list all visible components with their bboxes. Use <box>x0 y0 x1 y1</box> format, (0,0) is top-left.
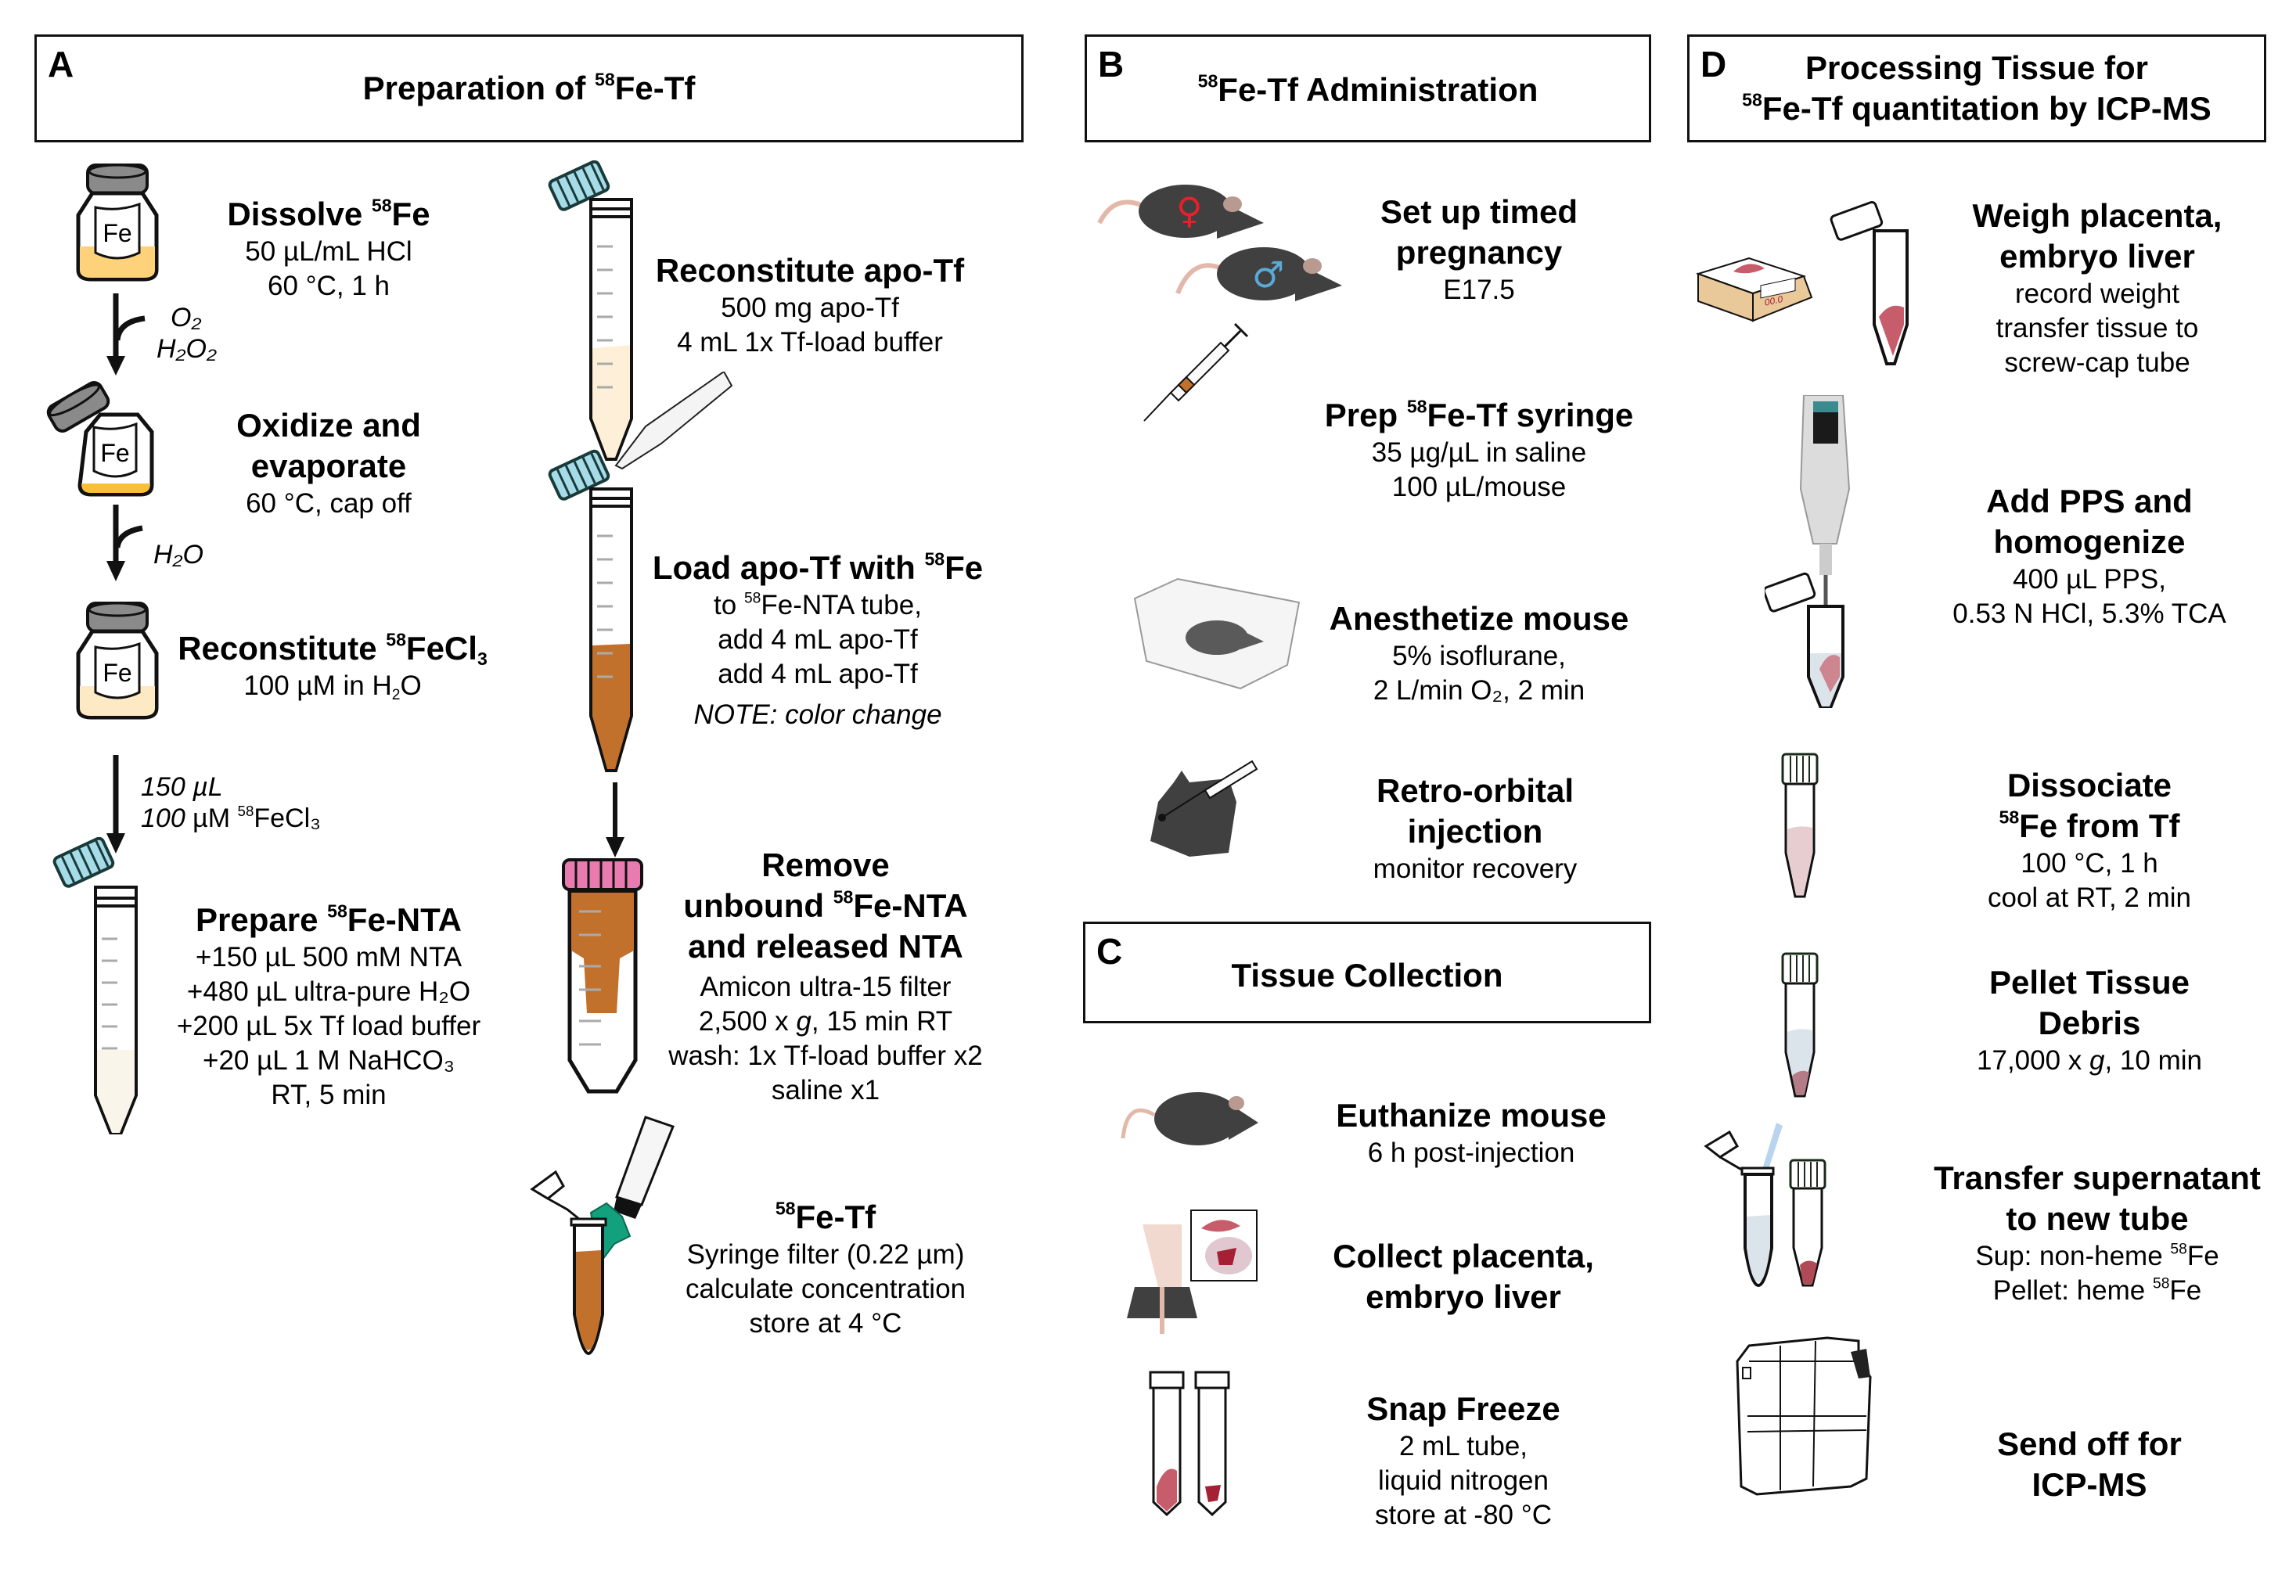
female-symbol: ♀ <box>1176 189 1203 232</box>
step-pellet: Pellet Tissue Debris 17,000 x g, 10 min <box>1977 964 2202 1076</box>
step-snap-freeze: Snap Freeze 2 mL tube, liquid nitrogen s… <box>1366 1390 1560 1530</box>
step-prepare-nta: Prepare 58Fe-NTA +150 µL 500 mM NTA +480… <box>176 900 481 1110</box>
arrow-down-icon <box>106 293 146 376</box>
sample-tubes-icon <box>1149 1371 1230 1517</box>
homogenizer-icon <box>1765 395 1851 708</box>
panel-a-header: A Preparation of 58Fe-Tf <box>34 34 1024 142</box>
reagent-h2o2-label: H₂O₂ <box>157 334 217 364</box>
vial-icon: Fe <box>76 164 159 282</box>
retro-orbital-injection-icon <box>1150 760 1258 857</box>
panel-b-header: B 58Fe-Tf Administration <box>1085 34 1651 142</box>
panel-d-header: D Processing Tissue for 58Fe-Tf quantita… <box>1687 34 2266 142</box>
panel-c-header: C Tissue Collection <box>1083 922 1651 1023</box>
conical-tube-icon <box>52 837 138 1134</box>
transfer-tubes-icon <box>1704 1123 1826 1288</box>
icp-ms-instrument-icon <box>1736 1336 1872 1496</box>
male-symbol: ♂ <box>1252 253 1284 296</box>
syringe-icon <box>1143 322 1249 422</box>
mice-pair-icon: ♀ ♂ <box>1097 185 1342 301</box>
pipette-tube-icon <box>548 372 733 772</box>
step-icpms: Send off for ICP-MS <box>1997 1425 2182 1503</box>
anesthesia-chamber-icon <box>1133 577 1301 690</box>
vial-label: Fe <box>103 659 131 687</box>
panel-title: Tissue Collection <box>1231 957 1503 994</box>
vial-label: Fe <box>100 439 129 467</box>
arrow-down-icon <box>106 505 143 581</box>
step-retro-orbital: Retro-orbital injection monitor recovery <box>1373 772 1578 884</box>
open-vial-icon: Fe <box>46 381 154 497</box>
conical-tube-icon <box>548 160 633 461</box>
scale-and-tube-icon: 00.0 <box>1695 200 1909 365</box>
mouse-icon <box>1121 1092 1258 1145</box>
vial-label: Fe <box>103 219 131 247</box>
step-transfer: Transfer supernatant to new tube Sup: no… <box>1934 1159 2261 1306</box>
step-anesthetize: Anesthetize mouse 5% isoflurane, 2 L/min… <box>1329 600 1629 706</box>
step-dissociate: Dissociate 58Fe from Tf 100 °C, 1 h cool… <box>1987 767 2192 913</box>
vial-icon: Fe <box>76 602 159 720</box>
step-reconstitute-apotf: Reconstitute apo-Tf 500 mg apo-Tf 4 mL 1… <box>655 252 965 358</box>
arrow-down-icon <box>606 782 624 857</box>
arrow-down-icon <box>106 755 125 854</box>
step-remove-unbound: Remove unbound 58Fe-NTA and released NTA… <box>668 847 983 1105</box>
step-homogenize: Add PPS and homogenize 400 µL PPS, 0.53 … <box>1952 483 2226 629</box>
step-prep-syringe: Prep 58Fe-Tf syringe 35 µg/µL in saline … <box>1324 396 1634 502</box>
reagent-water-label: H₂O <box>153 540 203 570</box>
reagent-o2-label: O₂ <box>171 303 202 332</box>
panel-title: Preparation of 58Fe-Tf <box>362 69 696 106</box>
step-reconstitute-fecl3: Reconstitute 58FeCl3 100 µM in H2O <box>178 629 488 703</box>
step-collect: Collect placenta, embryo liver <box>1333 1238 1594 1315</box>
amicon-filter-icon <box>562 858 643 1094</box>
step-load-apotf: Load apo-Tf with 58Fe to 58Fe-NTA tube, … <box>652 548 984 730</box>
panel-title: 58Fe-Tf Administration <box>1197 70 1538 108</box>
transfer-conc-label: 100 µM 58FeCl₃ <box>141 802 321 833</box>
step-weigh: Weigh placenta, embryo liver record weig… <box>1972 197 2222 378</box>
step-oxidize: Oxidize and evaporate 60 °C, cap off <box>236 407 421 519</box>
panel-letter: C <box>1096 931 1123 972</box>
dissection-icon <box>1127 1210 1258 1334</box>
panel-letter: A <box>48 44 74 84</box>
screw-cap-tube-icon <box>1781 753 1819 898</box>
step-dissolve: Dissolve 58Fe 50 µL/mL HCl 60 °C, 1 h <box>227 195 430 301</box>
step-timed-pregnancy: Set up timed pregnancy E17.5 <box>1380 193 1578 305</box>
syringe-filter-icon <box>530 1116 675 1356</box>
screw-cap-tube-icon <box>1781 952 1819 1098</box>
panel-title: Processing Tissue for 58Fe-Tf quantitati… <box>1742 49 2211 127</box>
transfer-volume-label: 150 µL <box>141 772 223 802</box>
panel-letter: B <box>1098 44 1125 84</box>
panel-letter: D <box>1700 44 1727 84</box>
scale-display: 00.0 <box>1765 293 1783 308</box>
step-fe-tf: 58Fe-Tf Syringe filter (0.22 µm) calcula… <box>686 1198 966 1339</box>
step-euthanize: Euthanize mouse 6 h post-injection <box>1336 1097 1607 1168</box>
